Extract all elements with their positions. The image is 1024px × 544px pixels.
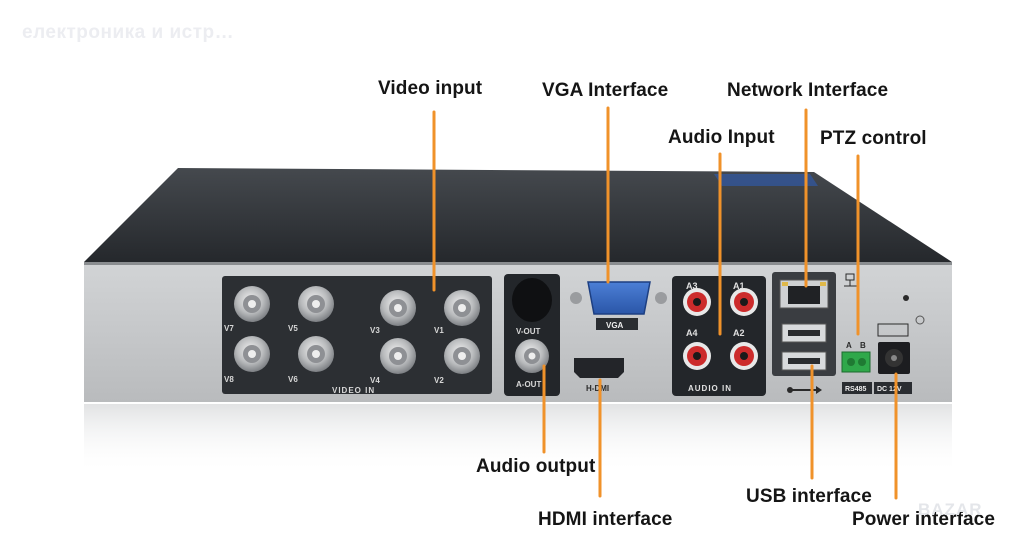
- hdmi-port: [574, 358, 624, 378]
- vga-label-plate: [596, 318, 638, 330]
- callout-vga-interface: VGA Interface: [542, 80, 669, 101]
- label-a: A: [846, 341, 852, 350]
- label-a2: A2: [733, 328, 745, 338]
- label-v2: V2: [434, 376, 444, 385]
- leader-lines: [432, 106, 898, 500]
- corner-watermark: BAZAR: [918, 500, 983, 519]
- label-a-out: A-OUT: [516, 380, 541, 389]
- rca-a4: [683, 342, 711, 370]
- callout-hdmi-interface: HDMI interface: [538, 509, 673, 530]
- label-b: B: [860, 341, 866, 350]
- callout-usb-interface: USB interface: [746, 486, 872, 507]
- label-v6: V6: [288, 375, 298, 384]
- bnc-v5: [298, 286, 334, 322]
- label-v1: V1: [434, 326, 444, 335]
- bnc-v1: [444, 290, 480, 326]
- usb-port-top-tongue: [788, 330, 820, 336]
- label-v3: V3: [370, 326, 380, 335]
- bnc-v4: [380, 338, 416, 374]
- bnc-v7: [234, 286, 270, 322]
- terminal-screw-a: [847, 358, 855, 366]
- callout-audio-output: Audio output: [476, 456, 596, 477]
- callout-network-interface: Network Interface: [727, 80, 889, 101]
- label-a3: A3: [686, 281, 698, 291]
- terminal-screw-b: [858, 358, 866, 366]
- bnc-v3: [380, 290, 416, 326]
- label-audio-in: AUDIO IN: [688, 384, 732, 393]
- label-a1: A1: [733, 281, 745, 291]
- vga-screw-left: [570, 292, 582, 304]
- bnc-v6: [298, 336, 334, 372]
- rj45-led-left: [782, 282, 788, 286]
- video-in-block: [222, 276, 492, 394]
- rs485-label-plate: [842, 382, 872, 394]
- rca-a3: [683, 288, 711, 316]
- panel-hole: [903, 295, 909, 301]
- label-vga: VGA: [606, 321, 624, 330]
- callout-power-interface: Power interface: [852, 509, 995, 530]
- label-hdmi: H-DMI: [586, 384, 609, 393]
- callout-video-input: Video input: [378, 78, 483, 99]
- polarity-symbol: [877, 323, 909, 337]
- rj45-led-right: [820, 282, 826, 286]
- label-v4: V4: [370, 376, 380, 385]
- rj45-socket: [788, 286, 820, 304]
- bnc-v8: [234, 336, 270, 372]
- watermark-text: електроника и истр…: [22, 22, 235, 43]
- panel-top-edge: [84, 262, 952, 265]
- dc-label-plate: [874, 382, 912, 394]
- label-v5: V5: [288, 324, 298, 333]
- label-dc12v: DC 12V: [877, 386, 902, 393]
- rs485-terminal: [841, 351, 871, 373]
- ground-screw: [915, 315, 925, 325]
- dc-jack-pin: [891, 355, 897, 361]
- usb-port-bottom-tongue: [788, 358, 820, 364]
- label-v7: V7: [224, 324, 234, 333]
- bnc-a-out: [515, 339, 549, 373]
- label-rs485: RS485: [845, 386, 867, 393]
- bnc-v2: [444, 338, 480, 374]
- label-a4: A4: [686, 328, 698, 338]
- rca-a1: [730, 288, 758, 316]
- label-video-in: VIDEO IN: [332, 386, 375, 395]
- panel-reflection: [84, 404, 952, 474]
- network-icon: [844, 273, 858, 287]
- label-v8: V8: [224, 375, 234, 384]
- top-sticker: [714, 174, 818, 186]
- callout-audio-input: Audio Input: [668, 127, 775, 148]
- rca-a2: [730, 342, 758, 370]
- chassis-top: [84, 168, 952, 262]
- v-out-port: [512, 278, 552, 322]
- callout-ptz-control: PTZ control: [820, 128, 927, 149]
- label-v-out: V-OUT: [516, 327, 541, 336]
- vga-port: [587, 281, 651, 315]
- vga-screw-right: [655, 292, 667, 304]
